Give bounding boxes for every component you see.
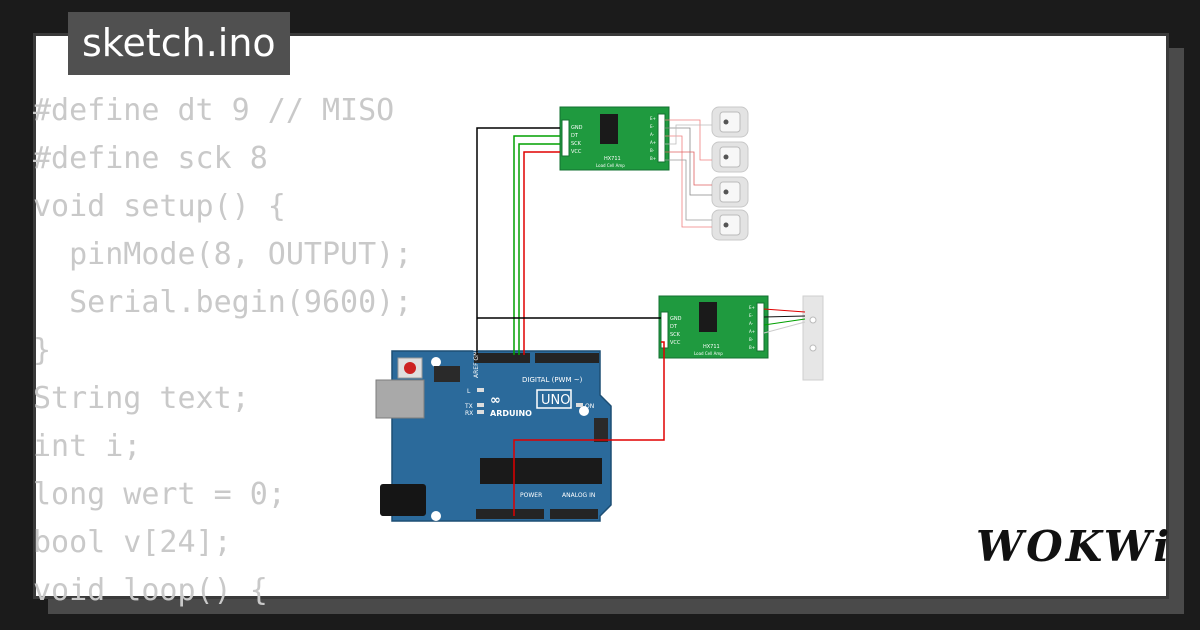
hx711-chip: [600, 114, 618, 144]
load-cell-bar[interactable]: [802, 295, 824, 381]
code-line: long wert = 0;: [33, 477, 286, 512]
pin-label-gnd: GND: [571, 125, 583, 131]
pin-label-e-plus: E+: [749, 305, 755, 310]
usb-port: [375, 379, 425, 419]
wire-vcc-top: [523, 151, 560, 355]
led-rx: [477, 410, 484, 414]
pin-label-e-plus: E+: [650, 116, 656, 121]
power-jack: [380, 484, 426, 516]
power-header: [476, 509, 544, 519]
pin-label-b-plus: B+: [650, 156, 656, 161]
code-line: void loop() {: [33, 573, 268, 608]
pin-label-dt: DT: [670, 324, 678, 330]
code-line: }: [33, 333, 52, 368]
code-line: String text;: [33, 381, 250, 416]
pin-label-gnd: GND: [670, 316, 682, 322]
mount-hole: [431, 511, 441, 521]
wokwi-logo: WOKWi: [976, 522, 1173, 571]
reset-button[interactable]: [404, 362, 416, 374]
led-on: [576, 403, 583, 407]
arduino-logo-text: ARDUINO: [490, 409, 532, 418]
pin-label-dt: DT: [571, 133, 579, 139]
file-tab-label: sketch.ino: [82, 21, 276, 65]
code-line: Serial.begin(9600);: [33, 285, 413, 320]
tx-label: TX: [464, 403, 473, 410]
load-cell-4[interactable]: [711, 209, 749, 241]
code-line: #define sck 8: [33, 141, 268, 176]
pin-label-a-minus: A-: [749, 321, 754, 326]
pin-label-sck: SCK: [571, 141, 582, 147]
digital-header-high: [474, 353, 530, 363]
code-line: pinMode(8, OUTPUT);: [33, 237, 413, 272]
wire-dt-top: [513, 135, 560, 355]
wire-gnd-top: [476, 127, 560, 355]
on-label: ON: [585, 403, 594, 410]
pin-label-sck: SCK: [670, 332, 681, 338]
analog-header: [550, 509, 598, 519]
arduino-uno-board[interactable]: AREF GND 13 12 ~11 ~10 ~9 8 DIGITAL (PWM…: [375, 282, 612, 522]
pin-label-b-plus: B+: [749, 345, 755, 350]
l-label: L: [467, 388, 471, 395]
led-tx: [477, 403, 484, 407]
code-preview: #define dt 9 // MISO #define sck 8 void se…: [33, 87, 412, 615]
pin-label-b-minus: B-: [749, 337, 754, 342]
rx-label: RX: [465, 410, 473, 417]
load-cell-2[interactable]: [711, 141, 749, 173]
uno-badge: [536, 389, 572, 409]
code-line: int i;: [33, 429, 142, 464]
hx711-module-bottom[interactable]: GND DT SCK VCC E+ E- A- A+ B- B+ HX711 L…: [658, 295, 769, 359]
pin-label-a-plus: A+: [749, 329, 755, 334]
wires-main: [476, 127, 665, 516]
mount-hole: [431, 357, 441, 367]
load-cell-wires-top: [665, 119, 712, 228]
code-line: #define dt 9 // MISO: [33, 93, 395, 128]
load-cell-1[interactable]: [711, 106, 749, 138]
icsp-header: [434, 366, 460, 382]
mount-hole: [579, 406, 589, 416]
code-line: void setup() {: [33, 189, 286, 224]
hx711-title: HX711: [604, 156, 621, 162]
hx711-module-top[interactable]: GND DT SCK VCC E+ E- A- A+ B- B+ HX711 L…: [559, 106, 670, 171]
pin-label-vcc: VCC: [571, 149, 582, 155]
pin-label-a-minus: A-: [650, 132, 655, 137]
hx711-right-header: [657, 113, 666, 163]
hx711-title: HX711: [703, 344, 720, 350]
hx711-left-header: [561, 119, 570, 157]
analog-label: ANALOG IN: [562, 492, 595, 499]
atmega-chip: [480, 458, 602, 484]
pin-label-b-minus: B-: [650, 148, 655, 153]
pin-label-vcc: VCC: [670, 340, 681, 346]
pin-label-e-minus: E-: [650, 124, 655, 129]
icsp-header-2: [594, 418, 608, 442]
hx711-subtitle: Load Cell Amp: [596, 163, 625, 168]
pin-label-e-minus: E-: [749, 313, 754, 318]
power-label: POWER: [520, 492, 542, 499]
code-line: bool v[24];: [33, 525, 232, 560]
pin-label-a-plus: A+: [650, 140, 656, 145]
hx711-right-header: [756, 302, 765, 352]
wire-sck-top: [518, 143, 560, 355]
file-tab[interactable]: sketch.ino: [68, 12, 290, 75]
load-cell-3[interactable]: [711, 176, 749, 208]
led-l: [477, 388, 484, 392]
uno-label: UNO: [541, 393, 570, 408]
digital-header-low: [535, 353, 599, 363]
infinity-logo: ∞: [490, 393, 501, 408]
hx711-chip: [699, 302, 717, 332]
load-cell-wires-bottom: [763, 308, 806, 334]
hx711-subtitle: Load Cell Amp: [694, 351, 723, 356]
wire-vcc-bottom: [513, 341, 665, 516]
digital-label: DIGITAL (PWM ~): [522, 376, 583, 384]
